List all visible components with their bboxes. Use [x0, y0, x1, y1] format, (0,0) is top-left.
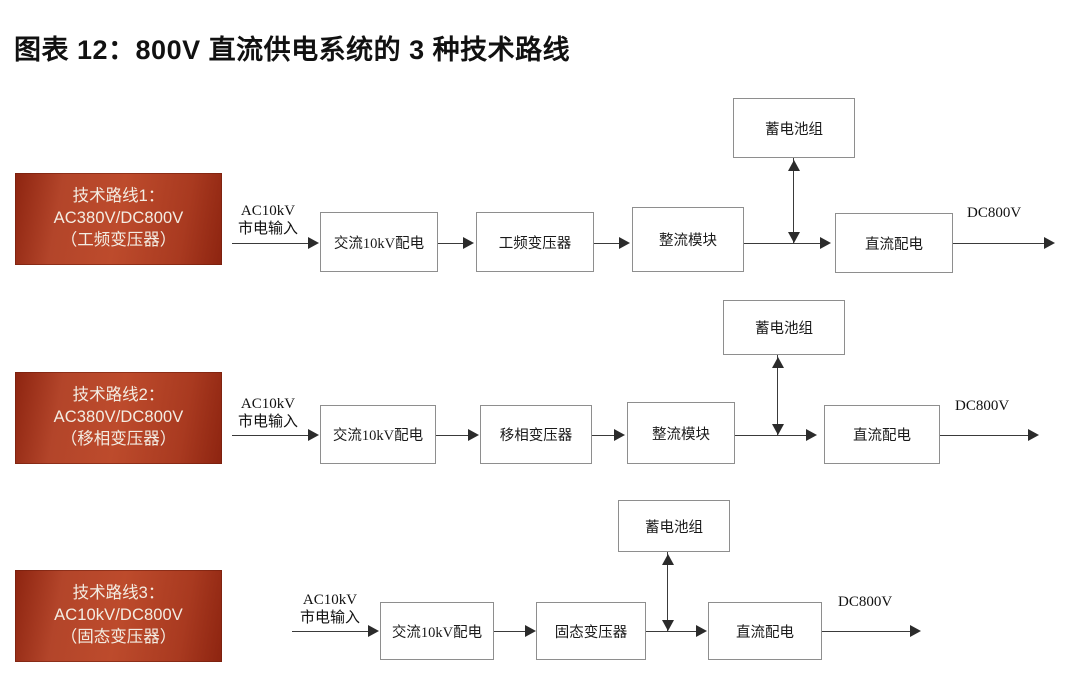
row1-link-2-3	[594, 243, 620, 244]
row3-stage-2-box: 固态变压器	[536, 602, 646, 660]
row2-stage-1-box: 交流10kV配电	[320, 405, 436, 464]
route-label-2-line2: AC380V/DC800V	[53, 408, 184, 427]
row3-input-line	[292, 631, 370, 632]
row1-input-label-line2: 市电输入	[238, 220, 299, 237]
row3-input-label: AC10kV 市电输入	[300, 592, 360, 627]
row1-input-label-line1: AC10kV	[240, 203, 296, 219]
row2-arrow-3-4	[806, 429, 817, 441]
row3-input-arrow	[368, 625, 379, 637]
row1-battery-arrow-down	[788, 232, 800, 243]
route-label-3-line2: AC10kV/DC800V	[54, 606, 183, 625]
row2-link-3-4	[735, 435, 807, 436]
row2-battery-arrow-up	[772, 357, 784, 368]
row1-output-arrow	[1044, 237, 1055, 249]
row3-battery-arrow-up	[662, 554, 674, 565]
row2-input-label-line2: 市电输入	[238, 413, 299, 430]
row3-arrow-1-2	[525, 625, 536, 637]
row2-link-2-3	[592, 435, 616, 436]
row1-stage-4-box: 直流配电	[835, 213, 953, 273]
row2-input-label-line1: AC10kV	[240, 396, 296, 412]
row1-arrow-1-2	[463, 237, 474, 249]
row2-stage-2-box: 移相变压器	[480, 405, 592, 464]
route-label-1-line1: 技术路线1：	[72, 187, 165, 206]
row3-output-label: DC800V	[838, 594, 893, 610]
row3-link-2-3	[646, 631, 697, 632]
row1-link-1-2	[438, 243, 464, 244]
row2-output-arrow	[1028, 429, 1039, 441]
row3-stage-3-box: 直流配电	[708, 602, 822, 660]
row3-output-line	[822, 631, 912, 632]
row1-input-label: AC10kV 市电输入	[238, 203, 298, 238]
row2-output-line	[940, 435, 1030, 436]
route-label-2-line3: （移相变压器）	[60, 429, 177, 448]
route-label-3-line1: 技术路线3：	[72, 584, 165, 603]
route-label-2: 技术路线2： AC380V/DC800V （移相变压器）	[15, 372, 222, 464]
row1-link-3-4	[744, 243, 821, 244]
route-label-1: 技术路线1： AC380V/DC800V （工频变压器）	[15, 173, 222, 265]
row3-battery-arrow-down	[662, 620, 674, 631]
row2-output-label: DC800V	[955, 398, 1010, 414]
row1-arrow-3-4	[820, 237, 831, 249]
row2-battery-line	[777, 355, 778, 435]
page-title: 图表 12：800V 直流供电系统的 3 种技术路线	[14, 35, 571, 65]
row1-input-line	[232, 243, 310, 244]
route-label-2-line1: 技术路线2：	[72, 386, 165, 405]
row1-input-arrow	[308, 237, 319, 249]
row2-battery-arrow-down	[772, 424, 784, 435]
row2-stage-4-box: 直流配电	[824, 405, 940, 464]
row2-link-1-2	[436, 435, 469, 436]
route-label-1-line2: AC380V/DC800V	[53, 209, 184, 228]
row3-input-label-line2: 市电输入	[300, 609, 361, 626]
route-label-1-line3: （工频变压器）	[60, 230, 177, 249]
row1-stage-1-box: 交流10kV配电	[320, 212, 438, 272]
row2-input-arrow	[308, 429, 319, 441]
row1-arrow-2-3	[619, 237, 630, 249]
row2-battery-box: 蓄电池组	[723, 300, 845, 355]
route-label-3-line3: （固态变压器）	[60, 627, 177, 646]
row2-arrow-1-2	[468, 429, 479, 441]
row3-link-1-2	[494, 631, 526, 632]
row2-arrow-2-3	[614, 429, 625, 441]
row2-input-line	[232, 435, 310, 436]
row3-stage-1-box: 交流10kV配电	[380, 602, 494, 660]
row2-stage-3-box: 整流模块	[627, 402, 735, 464]
route-label-3: 技术路线3： AC10kV/DC800V （固态变压器）	[15, 570, 222, 662]
row1-stage-2-box: 工频变压器	[476, 212, 594, 272]
row3-arrow-2-3	[696, 625, 707, 637]
row2-input-label: AC10kV 市电输入	[238, 396, 298, 431]
row3-output-arrow	[910, 625, 921, 637]
row1-battery-line	[793, 158, 794, 243]
row1-stage-3-box: 整流模块	[632, 207, 744, 272]
row1-battery-arrow-up	[788, 160, 800, 171]
row1-battery-box: 蓄电池组	[733, 98, 855, 158]
row3-battery-box: 蓄电池组	[618, 500, 730, 552]
row3-battery-line	[667, 552, 668, 631]
row1-output-line	[953, 243, 1046, 244]
row3-input-label-line1: AC10kV	[302, 592, 358, 608]
row1-output-label: DC800V	[967, 205, 1022, 221]
